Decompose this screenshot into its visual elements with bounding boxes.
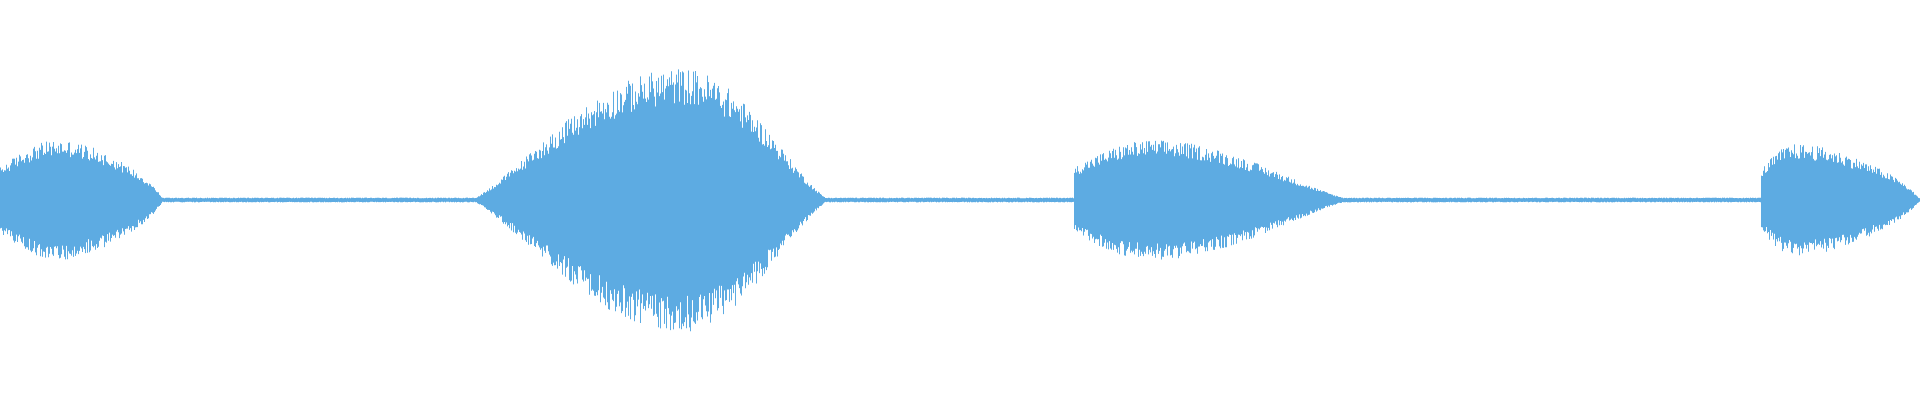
waveform-amplitude-path [0, 69, 1920, 332]
waveform-bars [0, 69, 1920, 332]
